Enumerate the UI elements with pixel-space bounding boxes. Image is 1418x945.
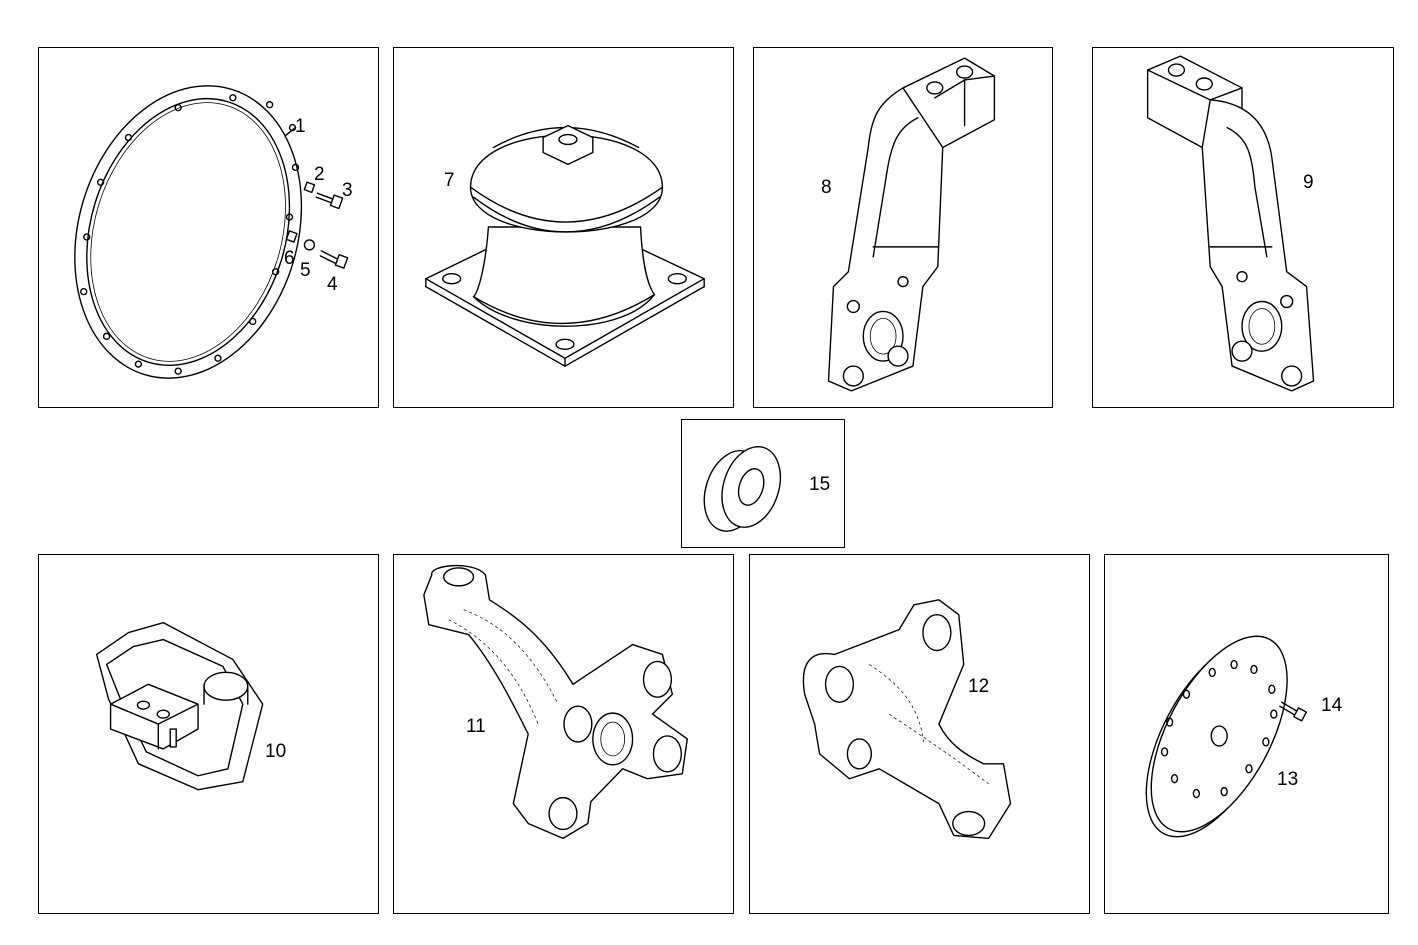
panel-disc-plate: 14 13: [1104, 554, 1389, 914]
disc-plate-drawing: [1145, 635, 1308, 838]
screw-14-icon: [1279, 701, 1308, 722]
rubber-mount-drawing: [425, 124, 705, 367]
callout-14: 14: [1321, 695, 1343, 716]
panel-rubber-mount: 7: [393, 47, 734, 408]
panel-bracket-left: 8: [753, 47, 1053, 408]
callout-1: 1: [295, 116, 306, 137]
callout-5: 5: [300, 260, 311, 281]
steering-knuckle-drawing: [423, 564, 688, 840]
callout-4: 4: [327, 274, 338, 295]
callout-7: 7: [444, 170, 455, 191]
panel-hub-arm: 12: [749, 554, 1090, 914]
callout-9: 9: [1303, 172, 1314, 193]
bracket-left-drawing: [827, 57, 996, 392]
bolt-4-icon: [285, 230, 349, 269]
callout-10: 10: [265, 741, 287, 762]
callout-3: 3: [342, 180, 353, 201]
panel-transmission-mount: 10: [38, 554, 379, 914]
bolt-3-icon: [303, 181, 344, 210]
panel-steering-knuckle: 11: [393, 554, 734, 914]
callout-8: 8: [821, 177, 832, 198]
panel-bracket-right: 9: [1092, 47, 1394, 408]
callout-11: 11: [466, 716, 486, 737]
panel-washer: 15: [681, 419, 845, 548]
callout-2: 2: [314, 164, 325, 185]
transmission-mount-drawing: [95, 621, 264, 791]
callout-12: 12: [968, 676, 990, 697]
bracket-right-drawing: [1146, 55, 1315, 392]
callout-6: 6: [284, 248, 295, 269]
callout-15: 15: [809, 474, 831, 495]
panel-flywheel-ring: 1 2 3 6 5 4: [38, 47, 379, 408]
hub-arm-drawing: [802, 599, 1012, 840]
washer-drawing: [703, 446, 782, 532]
callout-13: 13: [1277, 769, 1299, 790]
flywheel-ring-drawing: [74, 85, 349, 379]
